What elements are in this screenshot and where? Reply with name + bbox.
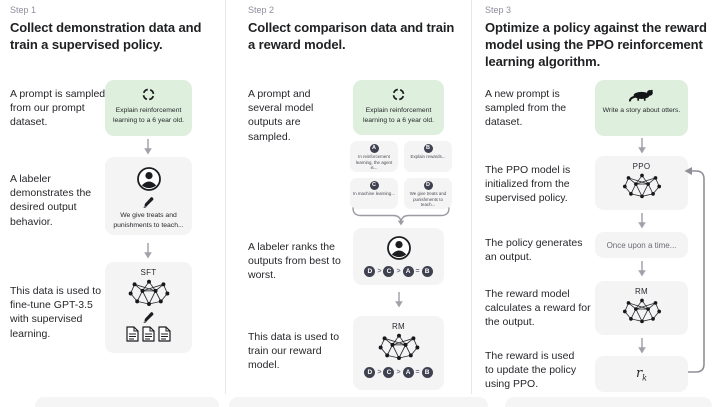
output-card-d: D We give treats and punishments to teac… xyxy=(404,178,452,209)
rank-separator: > xyxy=(396,268,401,275)
step3-title: Optimize a policy against the reward mod… xyxy=(485,20,707,70)
down-arrow-icon xyxy=(143,243,153,259)
rank-badge: D xyxy=(364,266,376,277)
rank-separator: > xyxy=(377,268,382,275)
person-icon xyxy=(136,166,162,192)
step1-labeler-card: We give treats and punishments to teach.… xyxy=(105,157,192,235)
rank-badge: B xyxy=(421,367,433,378)
rm-label: RM xyxy=(634,287,649,296)
step2-rm-card: RM D > C > A = B xyxy=(353,316,444,390)
step1-label: Step 1 xyxy=(10,5,37,15)
sft-label: SFT xyxy=(140,268,157,277)
step2-text-rank: A labeler ranks the outputs from best to… xyxy=(248,241,341,282)
step1-text-prompt: A prompt is sampled from our prompt data… xyxy=(10,88,106,129)
step2-prompt-card: Explain reinforcement learning to a 6 ye… xyxy=(353,80,444,135)
step3-output-card: Once upon a time... xyxy=(595,232,688,258)
step2-text-train: This data is used to train our reward mo… xyxy=(248,331,340,372)
cycle-arrows-icon xyxy=(141,87,156,102)
output-c-badge: C xyxy=(369,181,379,190)
step3-output-text: Once upon a time... xyxy=(606,240,677,250)
step2-title: Collect comparison data and train a rewa… xyxy=(248,20,455,53)
output-c-text: In machine learning... xyxy=(353,191,395,196)
step3-text-update: The reward is used to update the policy … xyxy=(485,350,577,391)
step1-prompt-card: Explain reinforcement learning to a 6 ye… xyxy=(105,80,192,136)
rank-separator: > xyxy=(396,369,401,376)
step1-title: Collect demonstration data and train a s… xyxy=(10,20,202,53)
output-card-a: A In reinforcement learning, the agent i… xyxy=(350,141,398,172)
step1-sft-card: SFT xyxy=(105,262,192,353)
step3-text-output: The policy generates an output. xyxy=(485,237,583,264)
output-a-badge: A xyxy=(369,144,379,153)
step3-text-reward: The reward model calculates a reward for… xyxy=(485,288,591,329)
step3-text-prompt: A new prompt is sampled from the dataset… xyxy=(485,88,567,129)
rank-badge: C xyxy=(383,266,395,277)
column-divider xyxy=(225,0,226,394)
bottom-card-edge xyxy=(505,397,712,407)
neural-network-icon xyxy=(128,279,170,308)
step2-label: Step 2 xyxy=(248,5,275,15)
step3-ppo-card: PPO xyxy=(595,156,688,210)
bottom-card-edge xyxy=(229,397,488,407)
ranking-row: D > C > A = B xyxy=(364,266,433,277)
ppo-label: PPO xyxy=(632,162,651,171)
column-divider xyxy=(471,0,472,394)
down-arrow-icon xyxy=(394,292,404,308)
step2-prompt-text: Explain reinforcement learning to a 6 ye… xyxy=(362,107,435,124)
output-b-badge: B xyxy=(423,144,433,153)
curly-brace-icon xyxy=(350,206,452,226)
rank-badge: D xyxy=(364,367,376,378)
down-arrow-icon xyxy=(143,139,153,155)
cycle-arrows-icon xyxy=(391,87,406,102)
step3-rm-card: RM xyxy=(595,281,688,335)
step2-outputs-grid: A In reinforcement learning, the agent i… xyxy=(350,141,452,209)
loop-arrow-icon xyxy=(684,167,705,373)
otter-icon xyxy=(629,87,655,102)
output-d-text: We give treats and punishments to teach.… xyxy=(409,191,447,207)
step3-text-ppo: The PPO model is initialized from the su… xyxy=(485,164,571,205)
rank-badge: A xyxy=(402,367,414,378)
step3-reward-card: rk xyxy=(595,356,688,392)
step3-column: Step 3 Optimize a policy against the rew… xyxy=(472,0,720,407)
pencil-icon xyxy=(143,311,155,323)
step3-label: Step 3 xyxy=(485,5,512,15)
step1-text-labeler: A labeler demonstrates the desired outpu… xyxy=(10,173,92,228)
pencil-icon xyxy=(143,196,155,208)
down-arrow-icon xyxy=(637,261,647,277)
rank-separator: = xyxy=(415,369,420,376)
step2-labeler-card: D > C > A = B xyxy=(353,228,444,285)
step1-demo-text: We give treats and punishments to teach.… xyxy=(113,212,184,229)
step3-prompt-text: Write a story about otters. xyxy=(602,107,681,114)
output-d-badge: D xyxy=(423,181,433,190)
reward-symbol: rk xyxy=(635,365,648,383)
bottom-card-edge xyxy=(35,397,219,407)
rank-badge: C xyxy=(383,367,395,378)
rank-badge: A xyxy=(402,266,414,277)
neural-network-icon xyxy=(622,298,662,325)
rank-badge: B xyxy=(421,266,433,277)
ranking-row: D > C > A = B xyxy=(364,367,433,378)
output-card-b: B Explain rewards... xyxy=(404,141,452,172)
neural-network-icon xyxy=(622,173,662,200)
neural-network-icon xyxy=(378,333,420,362)
step1-column: Step 1 Collect demonstration data and tr… xyxy=(0,0,225,407)
documents-icon xyxy=(126,326,171,342)
rm-label: RM xyxy=(391,322,406,331)
person-icon xyxy=(386,235,412,261)
step2-column: Step 2 Collect comparison data and train… xyxy=(226,0,472,407)
output-a-text: In reinforcement learning, the agent is.… xyxy=(355,154,393,170)
down-arrow-icon xyxy=(637,138,647,154)
down-arrow-icon xyxy=(637,338,647,354)
rank-separator: > xyxy=(377,369,382,376)
step2-text-prompt: A prompt and several model outputs are s… xyxy=(248,88,314,143)
down-arrow-icon xyxy=(637,213,647,229)
step1-prompt-text: Explain reinforcement learning to a 6 ye… xyxy=(112,107,185,124)
output-b-text: Explain rewards... xyxy=(410,154,446,159)
output-card-c: C In machine learning... xyxy=(350,178,398,209)
step1-text-finetune: This data is used to fine-tune GPT-3.5 w… xyxy=(10,285,102,340)
step3-prompt-card: Write a story about otters. xyxy=(595,80,688,136)
rank-separator: = xyxy=(415,268,420,275)
